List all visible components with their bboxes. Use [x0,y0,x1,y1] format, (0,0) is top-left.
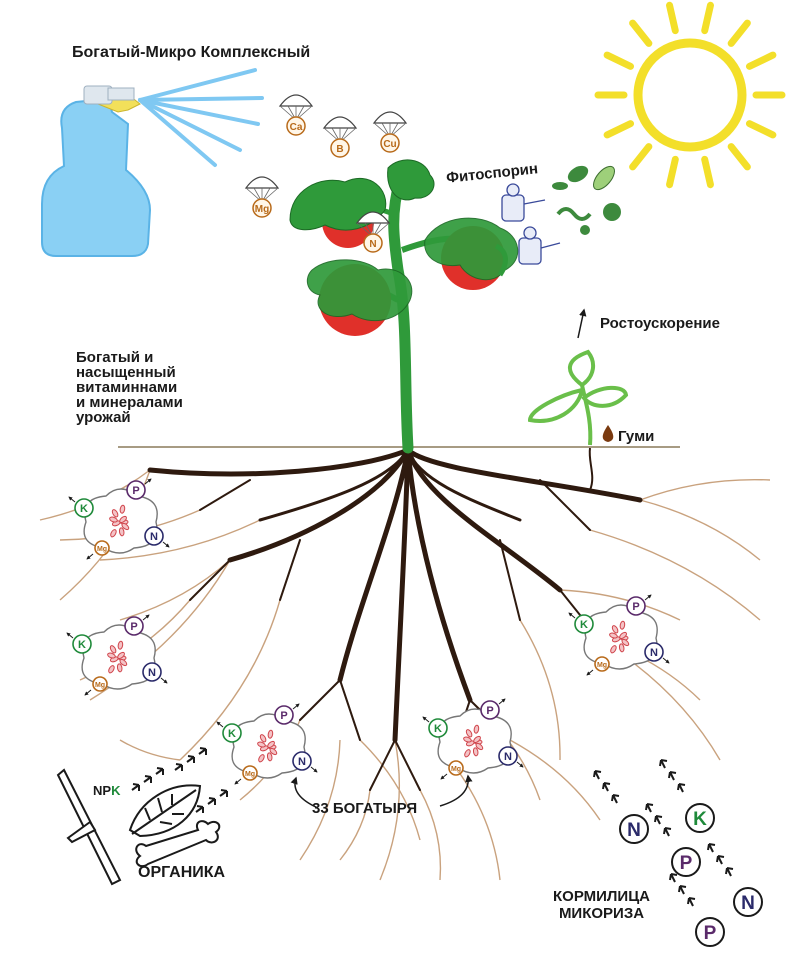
nutrient-label: P [486,705,493,717]
parachute-label: Cu [383,139,396,150]
parachute-icon: Ca [280,95,312,135]
nutrient-label: N [504,751,512,763]
mycorrhiza-line: МИКОРИЗА [553,905,650,922]
nutrient-label: N [298,756,306,768]
nutrient-cluster: K P N Mg [569,595,669,675]
spray-bottle-icon [42,70,262,256]
nutrient-label: N [150,531,158,543]
mycorrhiza-line: КОРМИЛИЦА [553,888,650,905]
harvest-line: витаминнами [76,380,183,395]
nutrient-label: Mg [97,546,107,553]
parachute-label: Ca [290,122,303,133]
bacteria-icon [552,162,621,235]
nutrient-label: K [580,619,588,631]
nutrient-cluster: K P N Mg [423,699,523,779]
nutrient-cluster: K P N Mg [69,479,169,559]
mycorrhiza-nutrient: N [594,771,648,843]
mycorrhiza-nutrient: K [660,760,714,832]
mycorrhiza-nutrient-label: P [704,923,717,944]
sun-icon [598,5,782,184]
nutrient-label: K [80,503,88,515]
nutrient-label: K [228,728,236,740]
nutrient-label: N [650,647,658,659]
nutrient-label: N [148,667,156,679]
nutrient-label: P [632,601,639,613]
organics-label: ОРГАНИКА [138,864,225,882]
mycorrhiza-nutrient-label: N [741,893,755,914]
nutrient-label: Mg [597,662,607,669]
parachute-label: B [336,144,343,155]
main-roots [150,450,640,790]
mycorrhiza-nutrient: P [670,874,724,946]
bogatyrya-label: 33 БОГАТЫРЯ [312,800,417,817]
sprout-icon [530,310,626,490]
parachute-icon: B [324,117,356,157]
nutrient-label: K [434,723,442,735]
mycorrhiza-nutrient-label: N [627,820,641,841]
nutrient-label: Mg [95,682,105,689]
nutrient-label: K [78,639,86,651]
npk-label: NPK [93,783,120,798]
mycorrhiza-nutrient-label: P [680,853,693,874]
leaf-icon [130,785,200,836]
harvest-line: насыщенный [76,365,183,380]
humi-label: Гуми [618,428,654,445]
parachute-label: N [369,239,376,250]
npk-np: NP [93,783,111,798]
harvest-line: и минералами [76,395,183,410]
nutrient-label: Mg [245,771,255,778]
nutrient-label: P [280,710,287,722]
mycorrhiza-label: КОРМИЛИЦА МИКОРИЗА [553,888,650,922]
tomato-plant [290,160,518,448]
nutrient-cluster: K P N Mg [217,704,317,784]
humi-drop-icon [603,425,614,442]
parachute-icon: Cu [374,112,406,152]
nutrient-label: P [130,621,137,633]
nutrient-label: P [132,485,139,497]
npk-k: K [111,783,120,798]
growth-label: Ростоускорение [600,315,720,332]
parachute-label: Mg [255,204,269,215]
parachute-icon: Mg [246,177,278,217]
harvest-line: Богатый и [76,350,183,365]
nutrient-label: Mg [451,766,461,773]
nutrient-cluster: K P N Mg [67,615,167,695]
product-title: Богатый-Микро Комплексный [72,44,310,62]
harvest-caption: Богатый и насыщенный витаминнами и минер… [76,350,183,425]
mycorrhiza-nutrient: N [708,844,762,916]
harvest-line: урожай [76,410,183,425]
mycorrhiza-nutrient-label: K [693,809,707,830]
